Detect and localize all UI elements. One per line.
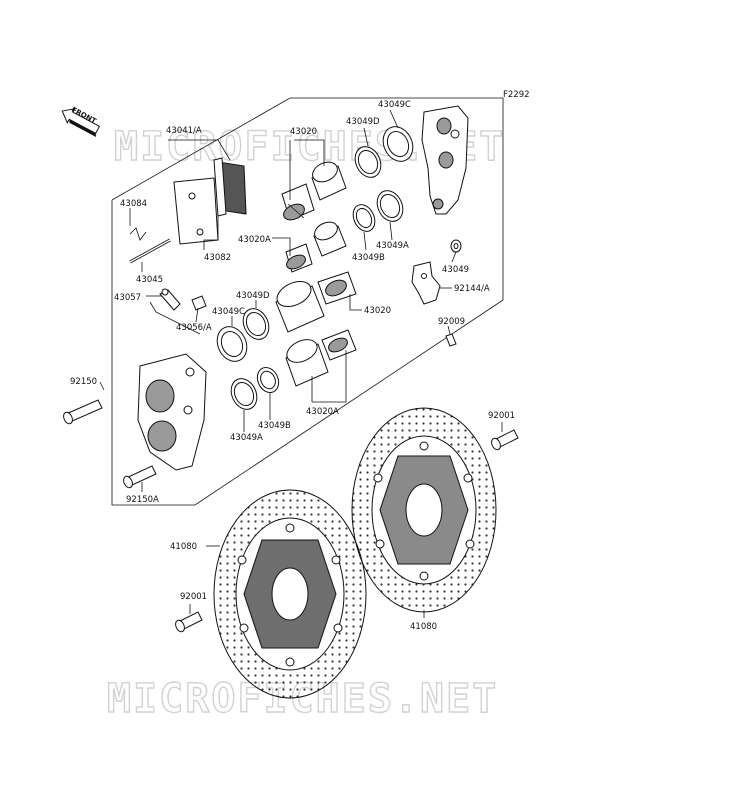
seal-43049b-mid (256, 366, 280, 394)
callout-43020a-mid: 43020A (306, 407, 339, 417)
caliper-half-right (421, 105, 469, 215)
bolt-92150 (63, 399, 103, 425)
caliper-half-left (137, 353, 207, 471)
seal-43049b-top (352, 204, 376, 232)
callout-41080-left: 41080 (170, 542, 197, 552)
brake-pad-front (213, 157, 247, 217)
callout-43049d-mid: 43049D (236, 291, 270, 301)
callout-92150a: 92150A (126, 495, 159, 505)
callout-43045: 43045 (136, 275, 163, 285)
callout-43049b-mid: 43049B (258, 421, 291, 431)
piston-43020-top (311, 161, 347, 201)
callout-92150: 92150 (70, 377, 97, 387)
callout-43049: 43049 (442, 265, 469, 275)
callout-43084: 43084 (120, 199, 147, 209)
pad-pin-43045 (129, 238, 171, 264)
bolt-92150a (123, 465, 157, 489)
callout-92144-a: 92144/A (454, 284, 490, 294)
callout-92001-right: 92001 (488, 411, 515, 421)
callout-43049c-mid: 43049C (212, 307, 245, 317)
seal-43049d-mid (242, 308, 270, 340)
bolt-92009 (445, 333, 457, 347)
leader-lines (99, 109, 503, 618)
callout-43020a-top: 43020A (238, 235, 271, 245)
callout-43020-top: 43020 (290, 127, 317, 137)
callout-92001-left: 92001 (180, 592, 207, 602)
washer-43049 (450, 239, 462, 253)
piston-insulator-mid (317, 271, 357, 305)
bolt-92001-right (491, 429, 519, 451)
bleeder-43057 (159, 288, 181, 311)
callout-43049b-top: 43049B (352, 253, 385, 263)
piston-43020-mid (275, 280, 325, 333)
piston-insulator-a-top (285, 243, 313, 273)
seal-43049a-top (376, 190, 404, 222)
piston-insulator-top (281, 183, 315, 221)
callout-43057: 43057 (114, 293, 141, 303)
bolt-92001-left (175, 611, 203, 633)
callout-43049a-top: 43049A (376, 241, 409, 251)
bracket-92144a (411, 261, 441, 305)
callout-43041-a: 43041/A (166, 126, 202, 136)
brake-disc-left (213, 489, 367, 699)
callout-43049c-top: 43049C (378, 100, 411, 110)
callout-43056-a: 43056/A (176, 323, 212, 333)
seal-43049c-top (382, 126, 414, 162)
pad-spring-43084 (129, 227, 147, 241)
front-arrow-icon (61, 108, 101, 137)
piston-insulator-a-mid (321, 329, 357, 361)
callout-43049d-top: 43049D (346, 117, 380, 127)
cap-43056a (191, 295, 207, 311)
seal-43049c-mid (216, 326, 248, 362)
callout-41080-right: 41080 (410, 622, 437, 632)
callout-43082: 43082 (204, 253, 231, 263)
piston-43020a-top (313, 221, 347, 257)
callout-43049a-mid: 43049A (230, 433, 263, 443)
callout-92009: 92009 (438, 317, 465, 327)
figure-code: F2292 (503, 90, 530, 100)
caliper-assembly-outline (111, 97, 504, 506)
callout-43020-mid: 43020 (364, 306, 391, 316)
seal-43049d-top (354, 146, 382, 178)
seal-43049a-mid (230, 378, 258, 410)
piston-43020a-mid (285, 339, 329, 387)
brake-pad-back (173, 177, 219, 245)
brake-disc-right (351, 407, 497, 613)
